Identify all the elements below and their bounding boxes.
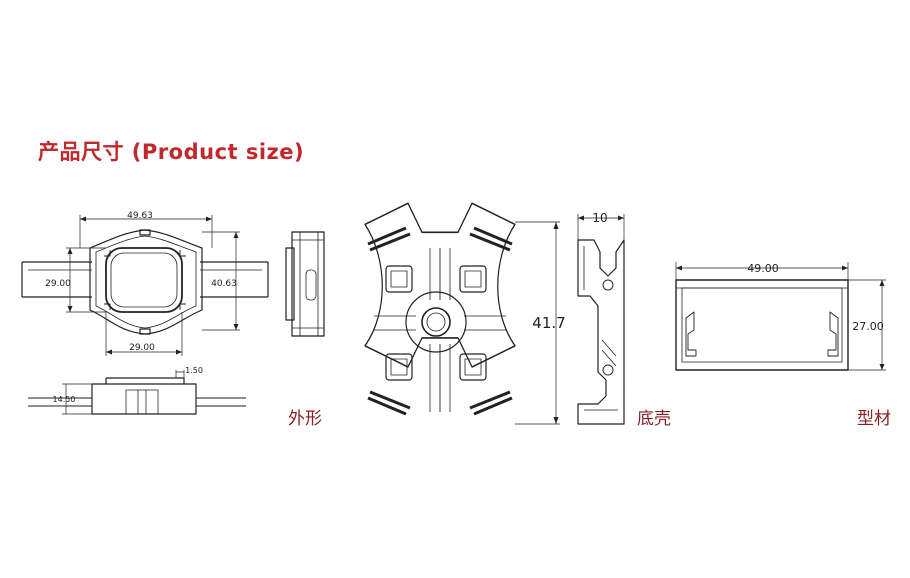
dim-inner-height: 29.00: [45, 279, 71, 289]
caption-outline: 外形: [288, 409, 322, 429]
base-shell-side: [577, 214, 625, 425]
caption-profile: 型材: [857, 409, 891, 429]
module-housing: [89, 229, 203, 335]
module-side-body: [91, 383, 197, 415]
dim-thickness: 14.50: [53, 395, 76, 404]
dim-lens-offset: 1.50: [185, 366, 203, 375]
central-boss: [405, 291, 467, 353]
dim-profile-height: 27.00: [852, 320, 884, 333]
module-side-view: [28, 370, 246, 415]
lens: [105, 247, 183, 313]
dim-module-width: 49.63: [127, 211, 153, 221]
dim-base-width: 10: [592, 211, 607, 225]
caption-base-shell: 底壳: [637, 409, 671, 429]
wire-right: [200, 261, 269, 298]
wire-left: [21, 261, 92, 298]
dim-module-height: 40.63: [211, 279, 237, 289]
dim-housing-height: 41.7: [532, 314, 565, 332]
dim-profile-width: 49.00: [747, 262, 779, 275]
housing-side-profile: [285, 231, 325, 337]
housing-outline: [364, 202, 516, 368]
housing-top-view: [364, 202, 560, 425]
dim-inner-width: 29.00: [129, 343, 155, 353]
page-title: 产品尺寸 (Product size): [38, 140, 305, 164]
aluminium-profile: [675, 262, 886, 371]
module-top-view: [21, 215, 269, 356]
